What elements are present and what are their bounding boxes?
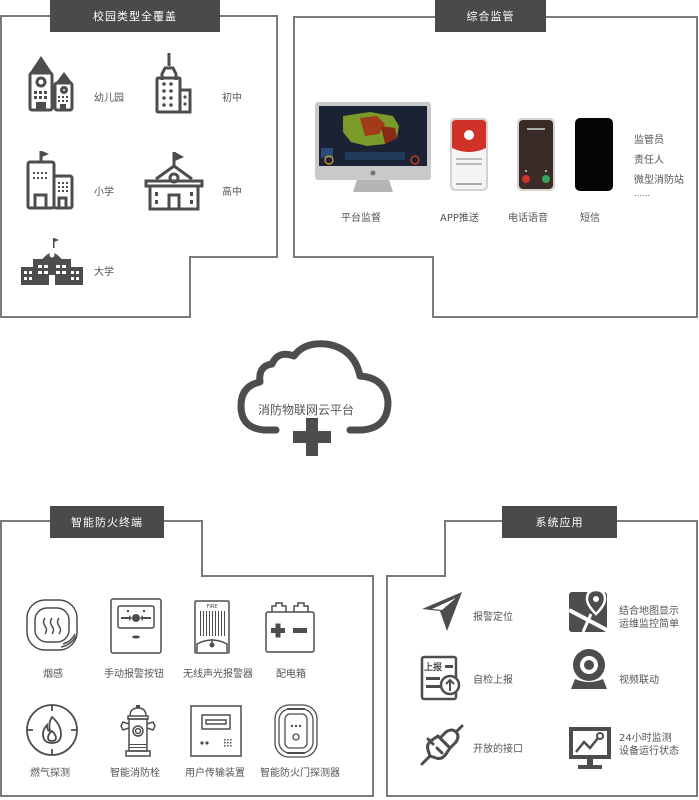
- university-building-icon: [21, 238, 83, 285]
- terminal-label-sound-light: 无线声光报警器: [183, 669, 253, 680]
- channel-label-platform: 平台监督: [341, 213, 381, 224]
- flag-building-icon: [26, 151, 74, 210]
- manual-alarm-button-icon: [110, 598, 162, 654]
- app-label-alarm-location: 报警定位: [473, 612, 513, 623]
- terminal-label-fire-door: 智能防火门探测器: [260, 768, 340, 779]
- sound-light-alarm-icon: FIRE: [194, 600, 230, 654]
- channel-label-app: APP推送: [440, 213, 479, 224]
- campus-label-senior-high: 高中: [222, 187, 242, 198]
- fire-door-detector-icon: [274, 704, 318, 758]
- app-label-open-api: 开放的接口: [473, 744, 523, 755]
- desktop-monitor-icon: [315, 102, 431, 192]
- app-label-24h-line1: 24小时监测: [619, 733, 672, 744]
- app-phone-icon: [450, 118, 488, 191]
- fire-hydrant-icon: [120, 705, 156, 757]
- campus-label-kindergarten: 幼儿园: [94, 93, 124, 104]
- gas-detector-icon: [26, 704, 78, 756]
- channel-label-call: 电话语音: [508, 213, 548, 224]
- navigation-arrow-icon: [422, 592, 462, 631]
- recipient-supervisor: 监管员: [634, 135, 664, 146]
- report-upload-icon: 上报: [420, 655, 461, 701]
- schoolhouse-icon: [144, 152, 204, 211]
- smoke-detector-icon: [26, 599, 78, 651]
- app-label-map-line1: 结合地图显示: [619, 606, 679, 617]
- terminal-label-gas: 燃气探测: [30, 768, 70, 779]
- transmission-device-icon: [190, 705, 242, 757]
- app-label-24h-line2: 设备运行状态: [619, 746, 679, 757]
- campus-section-title: 校园类型全覆盖: [50, 0, 220, 32]
- map-pin-icon: [569, 588, 608, 632]
- trend-monitor-icon: [569, 727, 611, 769]
- svg-text:上报: 上报: [424, 661, 442, 673]
- campus-label-university: 大学: [94, 267, 114, 278]
- sms-phone-icon: [575, 118, 613, 191]
- campus-label-junior-high: 初中: [222, 93, 242, 104]
- battery-box-icon: [265, 602, 315, 653]
- channel-label-sms: 短信: [580, 213, 600, 224]
- svg-text:FIRE: FIRE: [207, 604, 218, 610]
- apps-section-title: 系统应用: [502, 506, 617, 538]
- app-label-map-line2: 运维监控简单: [619, 619, 679, 630]
- terminal-label-hydrant: 智能消防栓: [110, 768, 160, 779]
- terminal-label-transmission: 用户传输装置: [185, 768, 245, 779]
- app-label-video: 视频联动: [619, 675, 659, 686]
- terminals-section-title: 智能防火终端: [50, 506, 164, 538]
- kindergarten-building-icon: [28, 56, 74, 112]
- recipient-responsible: 责任人: [634, 155, 664, 166]
- campus-label-primary: 小学: [94, 187, 114, 198]
- cloud-platform-label: 消防物联网云平台: [258, 403, 355, 417]
- app-label-map: 结合地图显示 运维监控简单: [619, 605, 679, 631]
- cloud-plus-icon: [237, 340, 392, 456]
- webcam-icon: [571, 649, 607, 689]
- monitor-section-title: 综合监管: [435, 0, 546, 32]
- tower-building-icon: [155, 53, 192, 114]
- recipient-fire-station: 微型消防站: [634, 175, 684, 186]
- app-label-self-check: 自检上报: [473, 675, 513, 686]
- plug-icon: [420, 724, 464, 766]
- call-phone-icon: [517, 118, 555, 191]
- recipient-more: ……: [634, 189, 650, 198]
- terminal-label-smoke: 烟感: [43, 669, 63, 680]
- terminal-label-power-box: 配电箱: [276, 669, 306, 680]
- app-label-24h: 24小时监测 设备运行状态: [619, 732, 679, 758]
- terminal-label-manual-alarm: 手动报警按钮: [104, 669, 164, 680]
